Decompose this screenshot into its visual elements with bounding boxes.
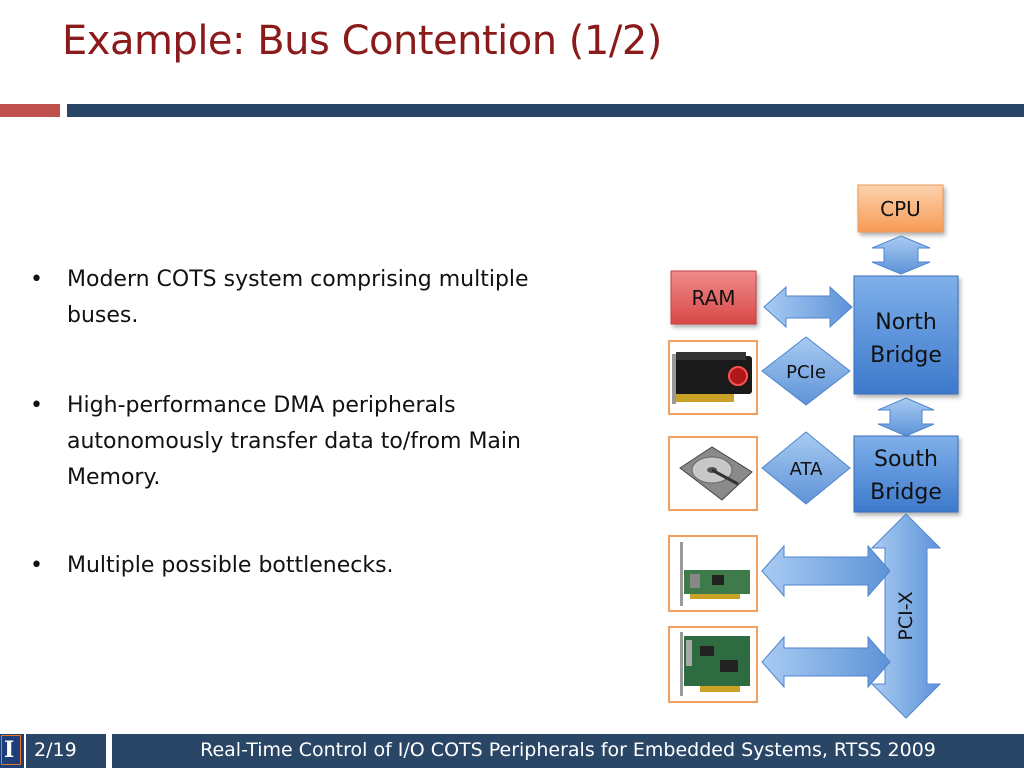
ram-label: RAM <box>691 286 735 310</box>
title-rule <box>67 104 1024 117</box>
bullet-text: Multiple possible bottlenecks. <box>67 553 394 578</box>
cpu-label: CPU <box>880 197 921 221</box>
title-rule-accent <box>0 104 60 117</box>
bullet-item: • Multiple possible bottlenecks. <box>28 548 548 584</box>
bullet-dot-icon: • <box>30 267 43 292</box>
north-bridge-block: North Bridge <box>853 275 959 395</box>
cpu-nb-double-arrow <box>871 235 931 275</box>
page-number-box: 2/19 <box>26 734 106 768</box>
north-bridge-label-2: Bridge <box>870 343 942 368</box>
graphics-card-image <box>668 340 758 415</box>
ata-label: ATA <box>790 459 824 480</box>
ata-double-arrow: ATA <box>761 431 851 505</box>
daq-card-image <box>668 626 758 703</box>
logo-letter: I <box>4 737 15 763</box>
hard-disk-image <box>668 436 758 511</box>
footer-text: Real-Time Control of I/O COTS Peripheral… <box>200 739 936 761</box>
ram-block: RAM <box>670 270 757 325</box>
pcix-bus-arrow: PCI-X <box>870 513 942 719</box>
nb-sb-double-arrow <box>877 397 935 437</box>
pcie-double-arrow: PCIe <box>761 336 851 406</box>
cpu-block: CPU <box>857 184 944 233</box>
page-number: 2/19 <box>34 739 77 761</box>
netcard-pcix-double-arrow <box>761 544 891 598</box>
daqcard-pcix-double-arrow <box>761 635 891 689</box>
bullet-list: • Modern COTS system comprising multiple … <box>28 262 548 638</box>
bullet-item: • Modern COTS system comprising multiple … <box>28 262 548 334</box>
pcie-label: PCIe <box>786 362 826 383</box>
south-bridge-label-1: South <box>874 447 938 472</box>
pcix-label: PCI-X <box>895 591 917 640</box>
bullet-item: • High-performance DMA peripherals autono… <box>28 388 548 496</box>
university-logo-icon: I <box>0 734 24 768</box>
bullet-text: High-performance DMA peripherals autonom… <box>67 393 521 490</box>
bullet-dot-icon: • <box>30 553 43 578</box>
north-bridge-label-1: North <box>875 310 937 335</box>
footer-bar: Real-Time Control of I/O COTS Peripheral… <box>112 734 1024 768</box>
bullet-text: Modern COTS system comprising multiple b… <box>67 267 529 328</box>
ram-nb-double-arrow <box>763 285 853 329</box>
south-bridge-block: South Bridge <box>853 435 959 513</box>
south-bridge-label-2: Bridge <box>870 480 942 505</box>
network-card-image <box>668 535 758 612</box>
bullet-dot-icon: • <box>30 393 43 418</box>
slide-title: Example: Bus Contention (1/2) <box>62 18 662 64</box>
